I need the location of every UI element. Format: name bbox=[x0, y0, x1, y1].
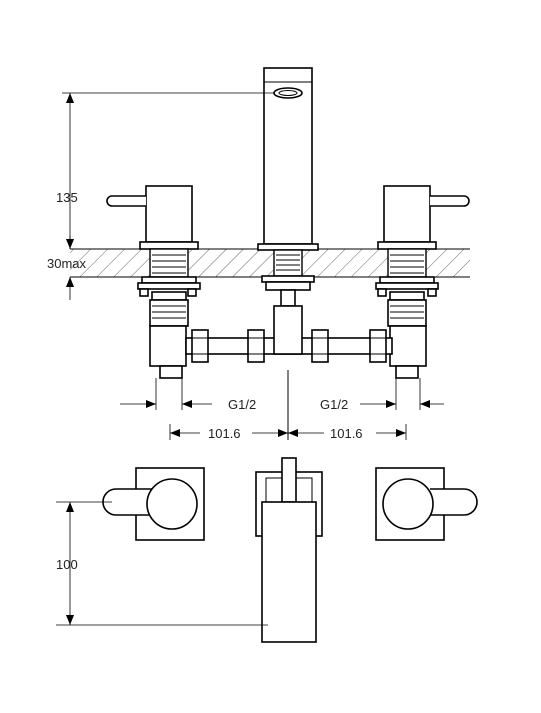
thread-left-label: G1/2 bbox=[228, 397, 256, 412]
spout-height-dimension: 135 bbox=[56, 92, 274, 249]
thread-dimension-right: G1/2 bbox=[320, 378, 444, 412]
pipe-assembly bbox=[185, 305, 393, 363]
right-handle-plan bbox=[375, 467, 478, 541]
spout-plan bbox=[255, 457, 323, 643]
right-valve bbox=[375, 185, 470, 379]
left-handle-plan bbox=[102, 467, 205, 541]
plan-depth-label: 100 bbox=[56, 557, 78, 572]
spout bbox=[257, 67, 319, 307]
spacing-left-label: 101.6 bbox=[208, 426, 241, 441]
plan-view: 100 bbox=[56, 457, 478, 643]
spout-height-label: 135 bbox=[56, 190, 78, 205]
spacing-dimension: 101.6 101.6 bbox=[169, 424, 407, 441]
elevation-view: 135 30max G1/2 G1/2 bbox=[47, 67, 470, 441]
thread-right-label: G1/2 bbox=[320, 397, 348, 412]
thread-dimension-left: G1/2 bbox=[120, 378, 256, 412]
spacing-right-label: 101.6 bbox=[330, 426, 363, 441]
deck-thickness-dimension: 30max bbox=[47, 236, 87, 300]
plan-depth-dimension: 100 bbox=[56, 501, 268, 626]
left-valve bbox=[106, 185, 201, 379]
deck-thickness-label: 30max bbox=[47, 256, 87, 271]
